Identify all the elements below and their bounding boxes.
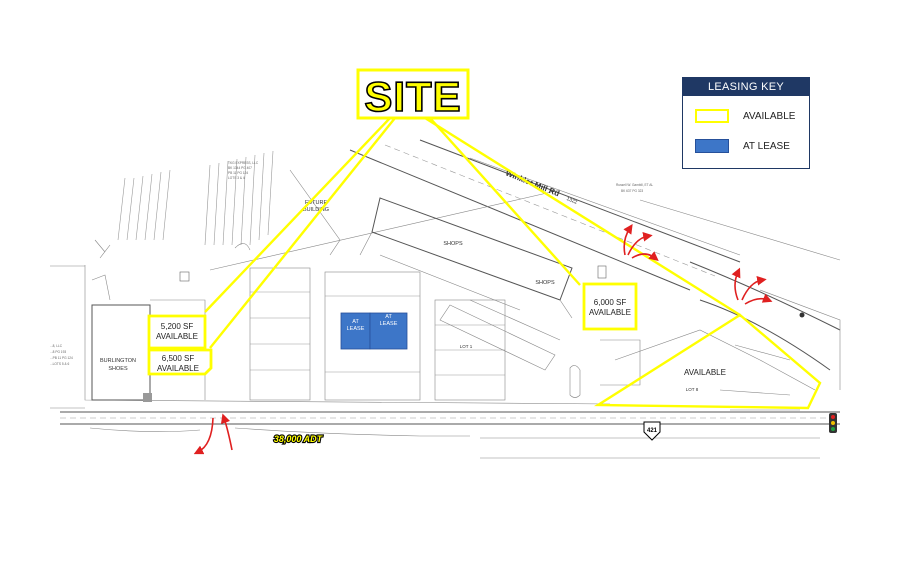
legend-swatch-at-lease bbox=[695, 139, 729, 153]
legend-item-available: AVAILABLE bbox=[695, 108, 795, 124]
winkler-road-centerline bbox=[384, 144, 716, 277]
at-lease-unit-2: AT LEASE bbox=[369, 312, 408, 350]
road-curve-east-inner bbox=[699, 299, 831, 371]
svg-text:AT: AT bbox=[352, 319, 359, 325]
leasing-key-legend: LEASING KEY AVAILABLE AT LEASE bbox=[682, 77, 810, 169]
site-boundary bbox=[84, 189, 611, 405]
svg-text:...8, LLC: ...8, LLC bbox=[50, 344, 63, 348]
winkler-road-edge-south bbox=[349, 149, 691, 291]
lot-8-label: LOT 8 bbox=[686, 387, 699, 392]
base-plan bbox=[50, 139, 841, 459]
unit-6000-available: 6,000 SF AVAILABLE bbox=[582, 282, 638, 331]
legend-label-available: AVAILABLE bbox=[743, 110, 796, 122]
owner-left-label: ...8, LLC ...8 PG 193 ...PB 11 PG 124 ..… bbox=[50, 344, 73, 366]
future-building-label-1: FUTURE bbox=[305, 200, 328, 206]
access-arrow-north-1 bbox=[623, 224, 633, 256]
svg-text:1322: 1322 bbox=[565, 196, 578, 206]
access-arrow-east-3 bbox=[744, 293, 773, 305]
svg-text:BK 1344 PG 407: BK 1344 PG 407 bbox=[228, 166, 252, 170]
access-arrow-north-2 bbox=[627, 232, 653, 256]
lot-1-label: LOT 1 bbox=[460, 344, 473, 349]
sign-structure bbox=[597, 265, 607, 279]
at-lease-unit-1: AT LEASE bbox=[340, 312, 371, 350]
burlington-building bbox=[91, 304, 151, 401]
burlington-label-1: BURLINGTON bbox=[100, 358, 136, 364]
unit-6500-size: 6,500 SF bbox=[162, 354, 195, 363]
highway-curb-east bbox=[234, 427, 470, 437]
outparcel-setbacks bbox=[719, 344, 800, 411]
highway-curb-west bbox=[89, 427, 201, 432]
utility-box bbox=[179, 271, 190, 282]
future-building-label-2: BUILDING bbox=[303, 207, 329, 213]
unit-5200-available: 5,200 SF AVAILABLE bbox=[147, 314, 207, 350]
unit-6000-status: AVAILABLE bbox=[589, 308, 631, 317]
parking-stalls-northwest bbox=[94, 150, 341, 259]
access-arrow-west-in bbox=[220, 413, 233, 451]
winkler-road-edge-north bbox=[419, 139, 741, 263]
road-curve-east bbox=[689, 261, 841, 331]
svg-text:LEASE: LEASE bbox=[347, 326, 365, 332]
access-arrows bbox=[193, 224, 773, 455]
owner-top-label: TKG EXPRESS, LLC BK 1344 PG 407 PB 11 PG… bbox=[228, 161, 259, 180]
svg-text:PB 11 PG 124: PB 11 PG 124 bbox=[228, 171, 248, 175]
parcel-line-east bbox=[759, 289, 841, 390]
owner-right-label: Russell W. Gambill, ET AL BK 637 PG 323 bbox=[616, 183, 653, 193]
unit-5200-status: AVAILABLE bbox=[156, 332, 198, 341]
svg-text:LEASE: LEASE bbox=[380, 321, 398, 327]
site-badge: SITE bbox=[356, 68, 470, 121]
svg-text:421: 421 bbox=[647, 428, 658, 434]
site-leader-lines bbox=[204, 116, 741, 349]
outparcel-available-outline bbox=[593, 313, 822, 410]
svg-text:38,000 ADT: 38,000 ADT bbox=[274, 434, 324, 444]
svg-text:...LOTS 5 & 6: ...LOTS 5 & 6 bbox=[50, 362, 70, 366]
highway-shield-icon: 421 bbox=[643, 421, 661, 441]
svg-text:...8 PG 193: ...8 PG 193 bbox=[50, 350, 66, 354]
burlington-dumpster bbox=[143, 393, 152, 402]
legend-label-at-lease: AT LEASE bbox=[743, 140, 790, 152]
burlington-label-2: SHOES bbox=[108, 366, 128, 372]
unit-6000-size: 6,000 SF bbox=[594, 298, 627, 307]
unit-5200-size: 5,200 SF bbox=[161, 322, 194, 331]
shops-label-upper: SHOPS bbox=[443, 241, 463, 247]
survey-point-icon bbox=[799, 312, 805, 318]
access-arrow-north-3 bbox=[631, 251, 659, 261]
outparcel-curbs bbox=[614, 329, 816, 391]
shops-label-lower: SHOPS bbox=[535, 280, 555, 286]
frontage-road bbox=[480, 437, 820, 459]
legend-swatch-available bbox=[695, 109, 729, 123]
outparcel-available-label: AVAILABLE bbox=[684, 368, 726, 377]
svg-text:Russell W. Gambill, ET AL: Russell W. Gambill, ET AL bbox=[616, 183, 653, 187]
unit-6500-status: AVAILABLE bbox=[157, 364, 199, 373]
legend-title: LEASING KEY bbox=[683, 78, 809, 96]
legend-item-at-lease: AT LEASE bbox=[695, 138, 790, 154]
svg-text:TKG EXPRESS, LLC: TKG EXPRESS, LLC bbox=[228, 161, 259, 165]
parcel-line-north bbox=[469, 157, 841, 261]
neighbor-parcel-lines bbox=[50, 265, 85, 409]
shops-building-edge bbox=[359, 231, 573, 319]
access-arrow-east-1 bbox=[731, 267, 741, 301]
svg-text:LOTS 3 & 4: LOTS 3 & 4 bbox=[228, 176, 245, 180]
svg-text:...PB 11 PG 124: ...PB 11 PG 124 bbox=[50, 356, 73, 360]
traffic-count-label: 38,000 ADT bbox=[273, 433, 325, 445]
unit-6500-available: 6,500 SF AVAILABLE bbox=[147, 348, 213, 376]
site-label: SITE bbox=[364, 73, 461, 120]
access-arrow-east-2 bbox=[741, 276, 767, 301]
svg-text:BK 637 PG 323: BK 637 PG 323 bbox=[621, 189, 643, 193]
svg-text:AT: AT bbox=[385, 314, 392, 320]
access-arrow-west-out bbox=[193, 417, 214, 455]
parking-field-center bbox=[249, 254, 641, 401]
